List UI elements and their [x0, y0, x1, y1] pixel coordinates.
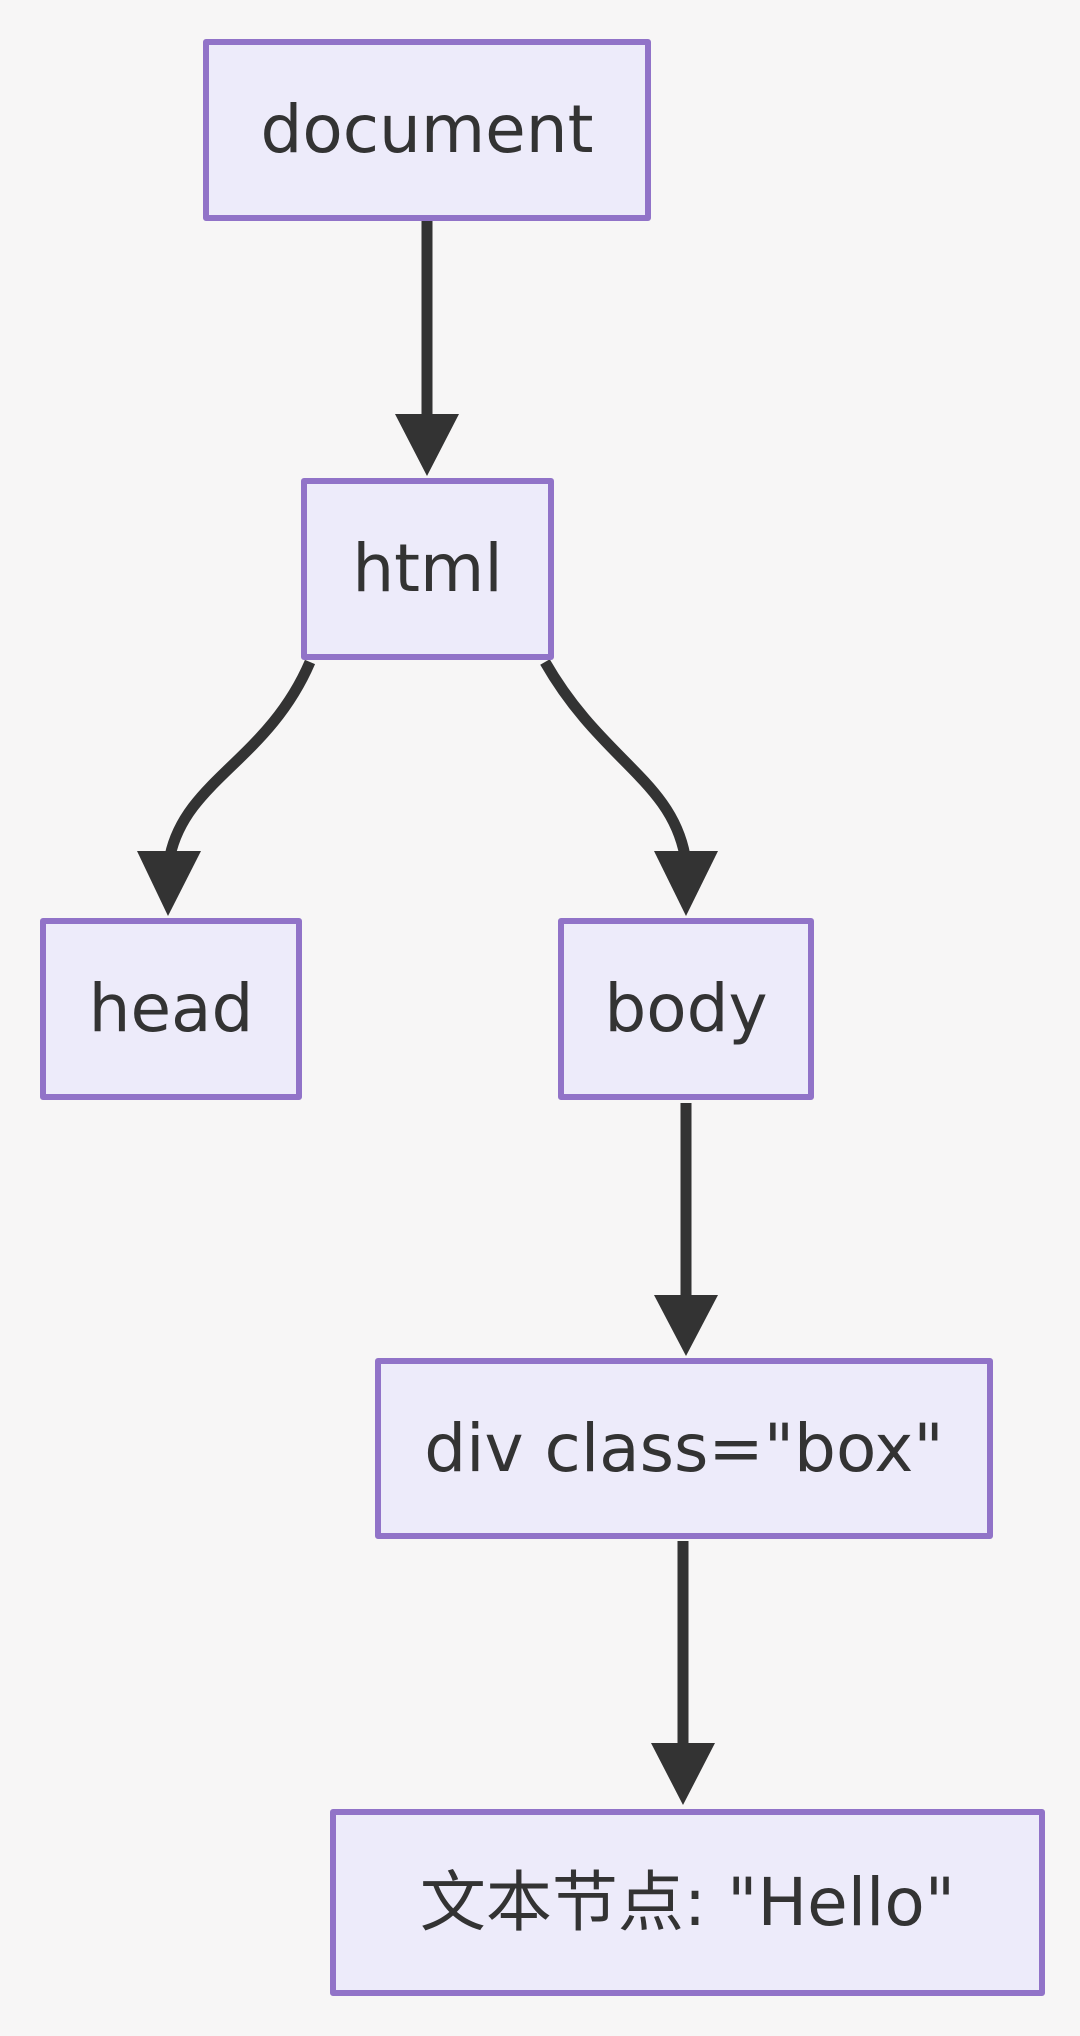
arrowhead-div-textnode [651, 1743, 715, 1805]
edge-html-body [540, 659, 691, 858]
arrowhead-body-div [654, 1295, 718, 1356]
arrowhead-html-head [137, 851, 201, 916]
node-div-box: div class="box" [375, 1358, 993, 1539]
node-body: body [558, 918, 814, 1100]
node-head-label: head [88, 970, 254, 1047]
node-document-label: document [260, 91, 594, 168]
node-head: head [40, 918, 302, 1100]
arrowhead-html-body [654, 851, 718, 916]
node-html-label: html [352, 530, 503, 607]
node-textnode-label: 文本节点: "Hello" [419, 1863, 956, 1941]
arrowhead-document-html [395, 414, 459, 476]
edge-html-head [164, 659, 316, 858]
node-body-label: body [604, 970, 768, 1047]
node-textnode: 文本节点: "Hello" [330, 1809, 1045, 1996]
node-html: html [301, 478, 554, 660]
node-div-box-label: div class="box" [424, 1409, 944, 1487]
node-document: document [203, 39, 651, 221]
